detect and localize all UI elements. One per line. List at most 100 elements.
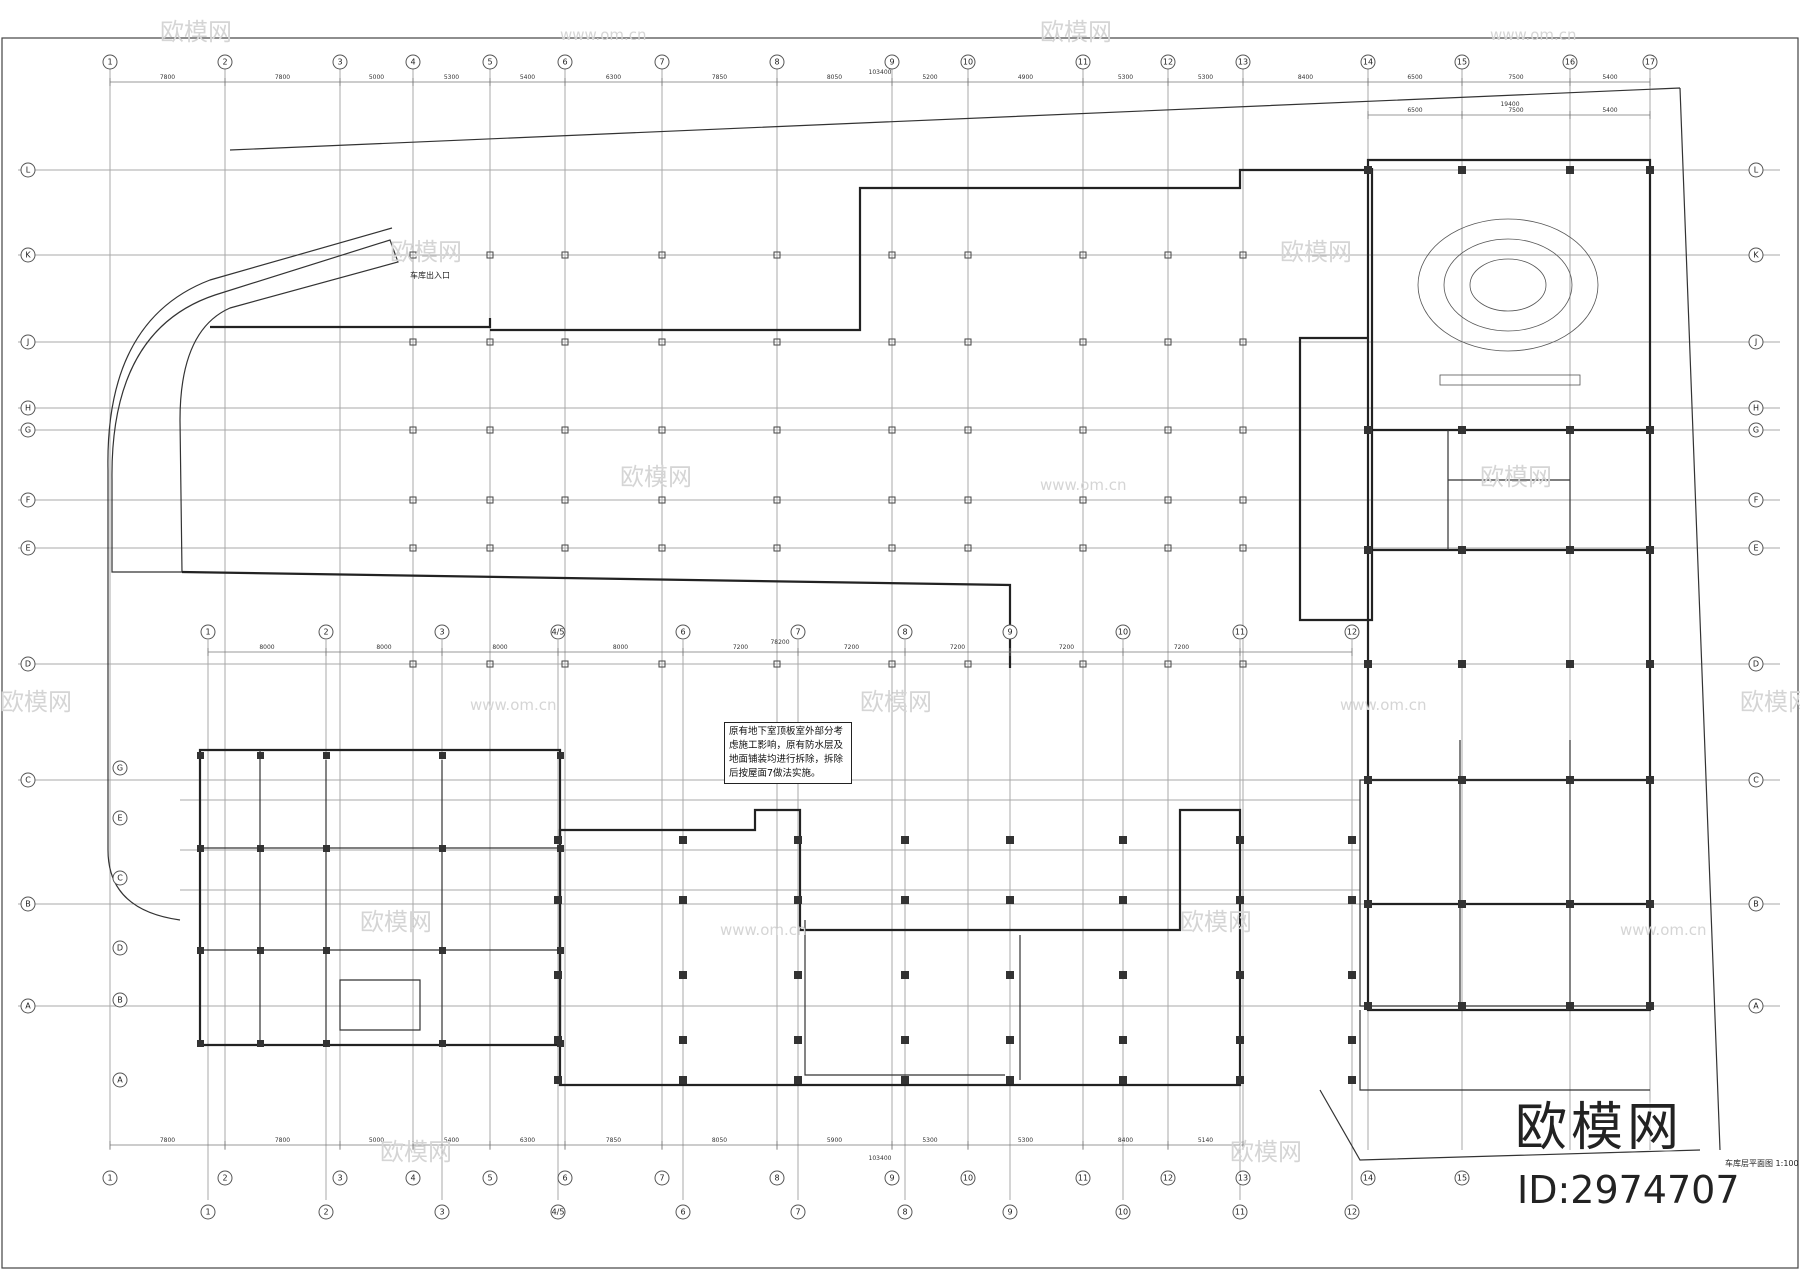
axis-bubble-bottom-2: 2 bbox=[217, 1170, 233, 1186]
axis-bubble-bottom-5: 5 bbox=[482, 1170, 498, 1186]
axis-bubble-top-3: 3 bbox=[332, 54, 348, 70]
svg-text:F: F bbox=[1754, 496, 1759, 505]
axis-bubble-left-D: D bbox=[20, 656, 36, 672]
entrance-label: 车库出入口 bbox=[410, 270, 450, 280]
axis-bubble-bottom-15: 15 bbox=[1454, 1170, 1470, 1186]
svg-text:4/5: 4/5 bbox=[552, 628, 565, 637]
axis-bubble-bottom-4: 4 bbox=[405, 1170, 421, 1186]
drawing-frame bbox=[1, 37, 1799, 1269]
watermark-url-0: www.om.cn bbox=[560, 26, 647, 44]
top-dim-15: 5400 bbox=[1602, 74, 1617, 81]
svg-text:D: D bbox=[25, 660, 31, 669]
axis-bubble-inner-row-D: D bbox=[112, 940, 128, 956]
top-dim-4: 5400 bbox=[520, 74, 535, 81]
axis-bubble-right-L: L bbox=[1748, 162, 1764, 178]
axis-bubble-bottom-3: 3 bbox=[332, 1170, 348, 1186]
axis-bubble-inner-7: 7 bbox=[790, 624, 806, 640]
svg-text:10: 10 bbox=[1118, 1208, 1128, 1217]
axis-bubble-left-B: B bbox=[20, 896, 36, 912]
top-dim-9: 4900 bbox=[1018, 74, 1033, 81]
bottom-dim-8: 5300 bbox=[922, 1137, 937, 1144]
axis-bubble-top-4: 4 bbox=[405, 54, 421, 70]
watermark-logo-12: 欧模网 bbox=[1230, 1138, 1302, 1166]
inner-dim-8: 7200 bbox=[1174, 644, 1189, 651]
watermark-url-1: www.om.cn bbox=[1490, 26, 1577, 44]
svg-text:G: G bbox=[25, 426, 31, 435]
svg-text:2: 2 bbox=[222, 58, 227, 67]
right-dim-1: 7500 bbox=[1508, 107, 1523, 114]
axis-bubble-inner-row-C: C bbox=[112, 870, 128, 886]
svg-text:1: 1 bbox=[107, 58, 112, 67]
svg-text:10: 10 bbox=[1118, 628, 1128, 637]
top-total-dim: 103400 bbox=[869, 69, 892, 76]
svg-text:5: 5 bbox=[487, 58, 492, 67]
inner-dim-6: 7200 bbox=[950, 644, 965, 651]
svg-text:6: 6 bbox=[680, 1208, 685, 1217]
bottom-dim-9: 5300 bbox=[1018, 1137, 1033, 1144]
axis-bubble-top-2: 2 bbox=[217, 54, 233, 70]
watermark-url-6: www.om.cn bbox=[1620, 921, 1707, 939]
axis-bubble-left-J: J bbox=[20, 334, 36, 350]
svg-text:1: 1 bbox=[205, 1208, 210, 1217]
bottom-dim-3: 5400 bbox=[444, 1137, 459, 1144]
svg-text:11: 11 bbox=[1078, 58, 1088, 67]
axis-bubble-top-17: 17 bbox=[1642, 54, 1658, 70]
svg-text:13: 13 bbox=[1238, 1174, 1248, 1183]
svg-text:17: 17 bbox=[1645, 58, 1655, 67]
svg-text:3: 3 bbox=[439, 628, 444, 637]
svg-text:8: 8 bbox=[902, 1208, 907, 1217]
svg-text:8: 8 bbox=[774, 1174, 779, 1183]
wall-outlines bbox=[107, 87, 1721, 1161]
watermark-url-3: www.om.cn bbox=[470, 696, 557, 714]
axis-bubble-bottom-12: 12 bbox=[1160, 1170, 1176, 1186]
svg-text:H: H bbox=[25, 404, 31, 413]
svg-text:4/5: 4/5 bbox=[552, 1208, 565, 1217]
axis-bubble-inner-row-A: A bbox=[112, 1072, 128, 1088]
drawing-title: 车库层平面图 1:100 bbox=[1725, 1159, 1799, 1168]
svg-text:6: 6 bbox=[562, 58, 567, 67]
axis-bubble-left-K: K bbox=[20, 247, 36, 263]
bottom-dim-1: 7800 bbox=[275, 1137, 290, 1144]
watermark-logo-11: 欧模网 bbox=[380, 1138, 452, 1166]
axis-bubble-top-6: 6 bbox=[557, 54, 573, 70]
axis-bubble-inner-4/5: 4/5 bbox=[550, 624, 566, 640]
axis-bubble-inner-10: 10 bbox=[1115, 624, 1131, 640]
svg-text:3: 3 bbox=[439, 1208, 444, 1217]
axis-bubble-bottom-14: 14 bbox=[1360, 1170, 1376, 1186]
right-dim-0: 6500 bbox=[1407, 107, 1422, 114]
axis-bubble-left-E: E bbox=[20, 540, 36, 556]
right-total-dim: 19400 bbox=[1500, 101, 1519, 108]
svg-text:3: 3 bbox=[337, 1174, 342, 1183]
svg-text:5: 5 bbox=[487, 1174, 492, 1183]
bottom-total-dim: 103400 bbox=[869, 1155, 892, 1162]
axis-bubble-top-8: 8 bbox=[769, 54, 785, 70]
svg-text:L: L bbox=[1754, 166, 1759, 175]
svg-text:E: E bbox=[117, 814, 122, 823]
svg-text:A: A bbox=[25, 1002, 31, 1011]
top-dim-8: 5200 bbox=[922, 74, 937, 81]
svg-text:J: J bbox=[26, 338, 29, 347]
axis-bubble-right-B: B bbox=[1748, 896, 1764, 912]
axis-bubble-inner-bottom-7: 7 bbox=[790, 1204, 806, 1220]
svg-text:11: 11 bbox=[1235, 628, 1245, 637]
axis-bubble-left-C: C bbox=[20, 772, 36, 788]
axis-bubble-inner-row-E: E bbox=[112, 810, 128, 826]
axis-bubble-inner-bottom-8: 8 bbox=[897, 1204, 913, 1220]
svg-text:2: 2 bbox=[222, 1174, 227, 1183]
inner-dim-2: 8000 bbox=[492, 644, 507, 651]
svg-text:7: 7 bbox=[795, 1208, 800, 1217]
watermark-logo-0: 欧模网 bbox=[160, 18, 232, 46]
axis-bubble-left-F: F bbox=[20, 492, 36, 508]
watermark-logo-2: 欧模网 bbox=[390, 238, 462, 266]
bottom-dim-10: 8400 bbox=[1118, 1137, 1133, 1144]
axis-bubble-top-7: 7 bbox=[654, 54, 670, 70]
watermark-logo-10: 欧模网 bbox=[1180, 908, 1252, 936]
svg-text:9: 9 bbox=[1007, 628, 1012, 637]
axis-bubble-inner-6: 6 bbox=[675, 624, 691, 640]
svg-text:12: 12 bbox=[1347, 1208, 1357, 1217]
svg-text:11: 11 bbox=[1078, 1174, 1088, 1183]
watermark-url-2: www.om.cn bbox=[1040, 476, 1127, 494]
